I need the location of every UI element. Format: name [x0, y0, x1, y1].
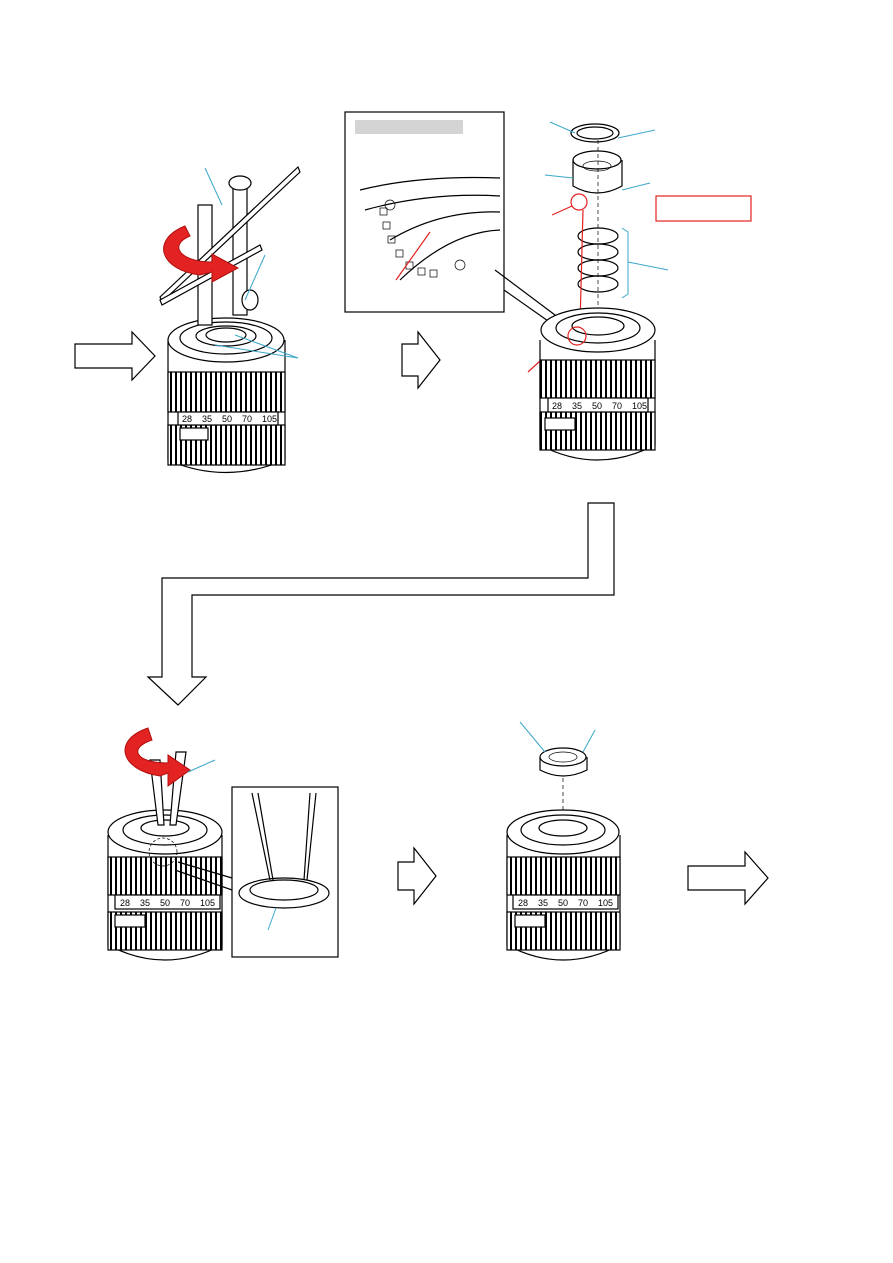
callout-band — [355, 120, 463, 134]
rotate-arrow-icon — [163, 225, 240, 283]
svg-text:105: 105 — [200, 898, 215, 908]
svg-text:28: 28 — [552, 401, 562, 411]
step2-lens: 28 35 50 70 105 — [539, 307, 656, 461]
rotate-arrow-icon — [124, 727, 191, 787]
down-arrow-icon — [146, 502, 615, 706]
step2-highlight-box — [655, 195, 752, 222]
svg-text:105: 105 — [598, 898, 613, 908]
step1-flow-arrow — [74, 330, 156, 382]
step4-leaders — [519, 721, 596, 753]
step3-leaders — [174, 759, 233, 891]
detail-callout-icon — [359, 176, 501, 281]
step3-lens: 28 35 50 70 105 — [107, 809, 223, 961]
step3-detail-box — [231, 786, 339, 958]
step2-flow-arrow — [401, 330, 441, 390]
svg-text:70: 70 — [612, 401, 622, 411]
step4-rear-cap — [539, 747, 588, 820]
step3-flow-arrow — [397, 846, 437, 906]
svg-text:50: 50 — [160, 898, 170, 908]
svg-text:28: 28 — [518, 898, 528, 908]
detail-callout — [344, 111, 505, 313]
svg-text:105: 105 — [262, 414, 277, 424]
step1-leaders — [204, 167, 299, 359]
step4-lens: 28 35 50 70 105 — [506, 809, 621, 961]
svg-text:35: 35 — [538, 898, 548, 908]
svg-text:28: 28 — [182, 414, 192, 424]
svg-text:50: 50 — [592, 401, 602, 411]
svg-text:70: 70 — [242, 414, 252, 424]
step1-scale: 28 35 50 70 105 — [182, 414, 277, 424]
svg-text:50: 50 — [558, 898, 568, 908]
svg-text:70: 70 — [578, 898, 588, 908]
svg-text:70: 70 — [180, 898, 190, 908]
step3-scale: 28 35 50 70 105 — [120, 898, 215, 908]
svg-text:105: 105 — [632, 401, 647, 411]
svg-text:35: 35 — [140, 898, 150, 908]
svg-text:50: 50 — [222, 414, 232, 424]
step2-scale: 28 35 50 70 105 — [552, 401, 647, 411]
svg-text:35: 35 — [202, 414, 212, 424]
step4-flow-arrow — [687, 850, 769, 906]
svg-text:28: 28 — [120, 898, 130, 908]
step4-scale: 28 35 50 70 105 — [518, 898, 613, 908]
svg-text:35: 35 — [572, 401, 582, 411]
step2-exploded-parts — [570, 123, 629, 320]
step1-lens: 28 35 50 70 105 — [167, 317, 286, 474]
spanner-wrench-icon — [159, 165, 301, 326]
